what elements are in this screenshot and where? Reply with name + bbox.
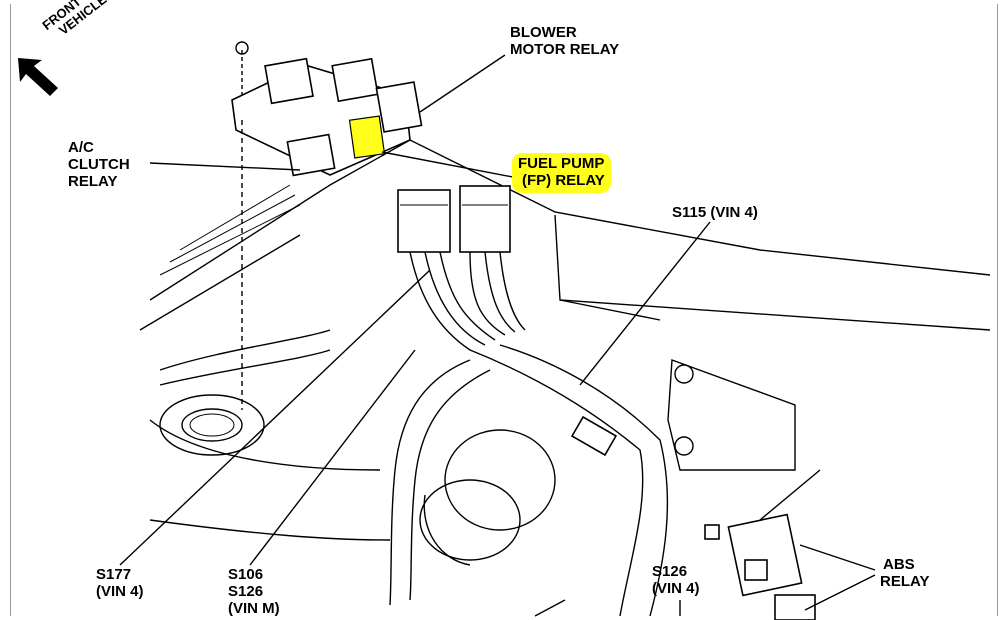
clutch-line: CLUTCH: [68, 156, 130, 173]
ac-clutch-relay-label: A/C CLUTCH RELAY: [68, 139, 130, 190]
leader-lines: [119, 54, 876, 617]
fuel-pump-relay-label: FUEL PUMP (FP) RELAY: [512, 153, 611, 193]
s106-line: S106: [228, 566, 264, 583]
strut-mount: [159, 394, 265, 456]
s126-line: S126: [228, 583, 264, 600]
arrow-down-left-icon: [18, 58, 58, 96]
mounting-plate: [667, 359, 796, 471]
abs-relay-line: RELAY: [880, 573, 930, 590]
relay-connectors: [397, 185, 511, 253]
s126-vin4-label: S126 (VIN 4): [652, 563, 700, 597]
abs-relay-part: [704, 469, 821, 620]
wiring-harness: [159, 251, 669, 617]
abs-relay-label: ABS RELAY: [880, 556, 929, 590]
motor-relay-line: MOTOR RELAY: [510, 41, 620, 58]
relay-bracket: [231, 41, 423, 410]
s177-label: S177 (VIN 4): [96, 566, 144, 600]
fp-relay-line: (FP) RELAY: [522, 172, 605, 189]
s106-s126-label: S106 S126 (VIN M): [228, 566, 280, 617]
diagram-frame: [10, 4, 998, 616]
relay-line: RELAY: [68, 173, 118, 190]
s115-label: S115 (VIN 4): [672, 204, 758, 221]
s126-vin-line: (VIN 4): [652, 580, 700, 597]
blower-housing: [419, 429, 556, 566]
fender-outline: [139, 139, 991, 541]
fuel-pump-highlight: FUEL PUMP (FP) RELAY: [512, 153, 611, 193]
blower-motor-relay-label: BLOWER MOTOR RELAY: [510, 24, 619, 58]
s177-line: S177: [96, 566, 132, 583]
abs-line: ABS: [883, 556, 915, 573]
s177-vin-line: (VIN 4): [96, 583, 144, 600]
ac-line: A/C: [68, 139, 94, 156]
s126-line-2: S126: [652, 563, 688, 580]
vin-m-line: (VIN M): [228, 600, 280, 617]
blower-line: BLOWER: [510, 24, 577, 41]
fuel-pump-line: FUEL PUMP: [518, 155, 605, 172]
